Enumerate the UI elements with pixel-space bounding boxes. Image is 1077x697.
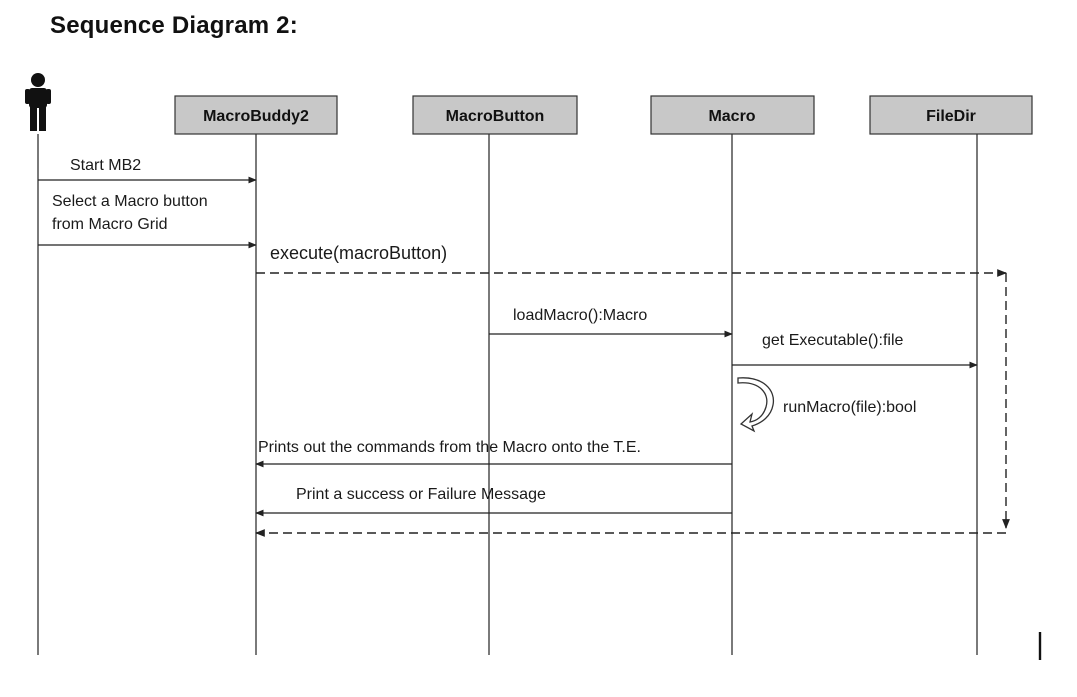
message-prints-commands: Prints out the commands from the Macro o… <box>255 439 732 468</box>
message-execute: execute(macroButton) <box>256 243 1010 529</box>
message-load-macro: loadMacro():Macro <box>489 307 733 338</box>
participant-filedir: FileDir <box>869 95 1033 135</box>
message-label-line1: Select a Macro button <box>52 193 208 210</box>
participant-macrobutton: MacroButton <box>412 95 578 135</box>
message-label: Prints out the commands from the Macro o… <box>258 439 641 456</box>
self-call-arrow-icon <box>737 377 775 433</box>
message-get-executable: get Executable():file <box>732 332 978 369</box>
message-label: loadMacro():Macro <box>513 307 647 324</box>
participant-macro: Macro <box>650 95 815 135</box>
participant-label: FileDir <box>926 108 976 125</box>
participant-label: Macro <box>708 108 755 125</box>
message-label: get Executable():file <box>762 332 904 349</box>
message-label: Start MB2 <box>70 157 141 174</box>
stick-figure-icon <box>25 73 51 131</box>
participant-label: MacroButton <box>446 108 545 125</box>
message-select-macro: Select a Macro button from Macro Grid <box>38 193 257 249</box>
message-print-result: Print a success or Failure Message <box>255 486 732 517</box>
participant-macrobuddy2: MacroBuddy2 <box>174 95 338 135</box>
message-run-macro: runMacro(file):bool <box>737 377 916 433</box>
message-label: runMacro(file):bool <box>783 399 916 416</box>
message-start-mb2: Start MB2 <box>38 157 257 184</box>
message-label: execute(macroButton) <box>270 243 447 263</box>
page-title: Sequence Diagram 2: <box>50 12 298 39</box>
message-label-line2: from Macro Grid <box>52 216 168 233</box>
participant-label: MacroBuddy2 <box>203 108 309 125</box>
message-label: Print a success or Failure Message <box>296 486 546 503</box>
